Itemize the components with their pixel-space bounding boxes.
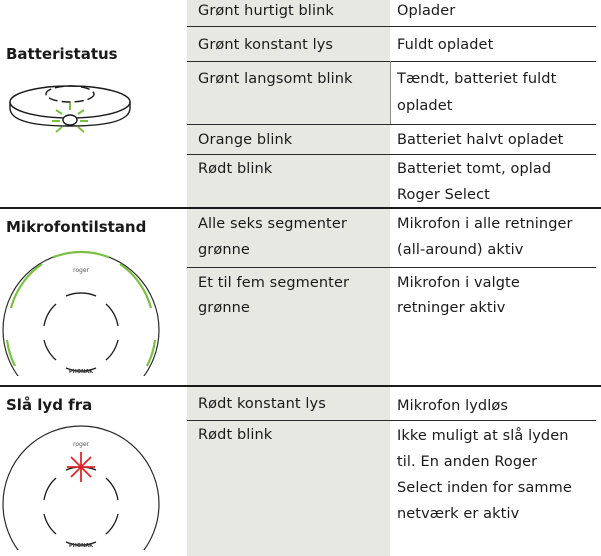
row-divider xyxy=(187,267,596,268)
cell-signal-s1-r3: Grønt langsomt blink xyxy=(198,71,353,87)
cell-meaning-s2-r1-l1: Mikrofon i alle retninger xyxy=(397,216,573,232)
green-led-icon xyxy=(52,103,88,133)
cell-meaning-s3-r2-l1: Ikke muligt at slå lyden xyxy=(397,428,569,444)
cell-meaning-s1-r5-l1: Batteriet tomt, oplad xyxy=(397,161,552,177)
cell-meaning-s3-r2-l3: Select inden for samme xyxy=(397,480,572,496)
cell-meaning-s1-r5-l2: Roger Select xyxy=(397,187,490,203)
section-title-batteristatus: Batteristatus xyxy=(6,45,118,63)
cell-signal-s2-r1-l1: Alle seks segmenter xyxy=(198,216,347,232)
cell-meaning-s3-r1: Mikrofon lydløs xyxy=(397,398,508,414)
device-maker-label: PHONAK xyxy=(69,543,94,549)
cell-meaning-s1-r2: Fuldt opladet xyxy=(397,37,494,53)
row-divider xyxy=(187,154,596,155)
device-brand-label: roger xyxy=(73,441,90,448)
row-divider xyxy=(187,420,596,421)
cell-signal-s2-r2-l2: grønne xyxy=(198,300,250,316)
charger-device-illustration xyxy=(9,85,131,133)
cell-meaning-s1-r4: Batteriet halvt opladet xyxy=(397,132,564,148)
cell-meaning-s2-r2-l2: retninger aktiv xyxy=(397,300,506,316)
row-divider xyxy=(187,61,596,62)
column-divider xyxy=(390,61,391,125)
microphone-all-segments-illustration: roger PHONAK xyxy=(2,250,160,376)
signal-column-shade-3 xyxy=(187,387,390,556)
section-title-mikrofontilstand: Mikrofontilstand xyxy=(6,218,147,236)
cell-signal-s1-r2: Grønt konstant lys xyxy=(198,37,334,53)
cell-signal-s3-r2: Rødt blink xyxy=(198,427,273,443)
cell-meaning-s1-r3-l1: Tændt, batteriet fuldt xyxy=(397,71,557,87)
signal-column-shade-1 xyxy=(187,0,390,207)
cell-signal-s2-r2-l1: Et til fem segmenter xyxy=(198,275,350,291)
cell-signal-s3-r1: Rødt konstant lys xyxy=(198,396,326,412)
cell-meaning-s1-r3-l2: opladet xyxy=(397,98,453,114)
device-brand-label: roger xyxy=(73,267,90,274)
cell-meaning-s2-r1-l2: (all-around) aktiv xyxy=(397,242,524,258)
section-divider xyxy=(0,207,601,209)
row-divider xyxy=(187,26,596,27)
cell-signal-s2-r1-l2: grønne xyxy=(198,242,250,258)
cell-meaning-s1-r1: Oplader xyxy=(397,3,456,19)
microphone-mute-illustration: roger PHONAK xyxy=(2,425,160,550)
cell-meaning-s3-r2-l2: til. En anden Roger xyxy=(397,454,538,470)
cell-meaning-s2-r2-l1: Mikrofon i valgte xyxy=(397,275,520,291)
signal-column-shade-2 xyxy=(187,209,390,385)
device-maker-label: PHONAK xyxy=(69,369,94,375)
cell-meaning-s3-r2-l4: netværk er aktiv xyxy=(397,506,520,522)
red-led-icon xyxy=(67,452,95,482)
cell-signal-s1-r1: Grønt hurtigt blink xyxy=(198,3,334,19)
cell-signal-s1-r4: Orange blink xyxy=(198,132,293,148)
row-divider xyxy=(187,124,596,125)
section-title-sla-lyd-fra: Slå lyd fra xyxy=(6,396,93,414)
section-divider xyxy=(0,385,601,387)
cell-signal-s1-r5: Rødt blink xyxy=(198,161,273,177)
